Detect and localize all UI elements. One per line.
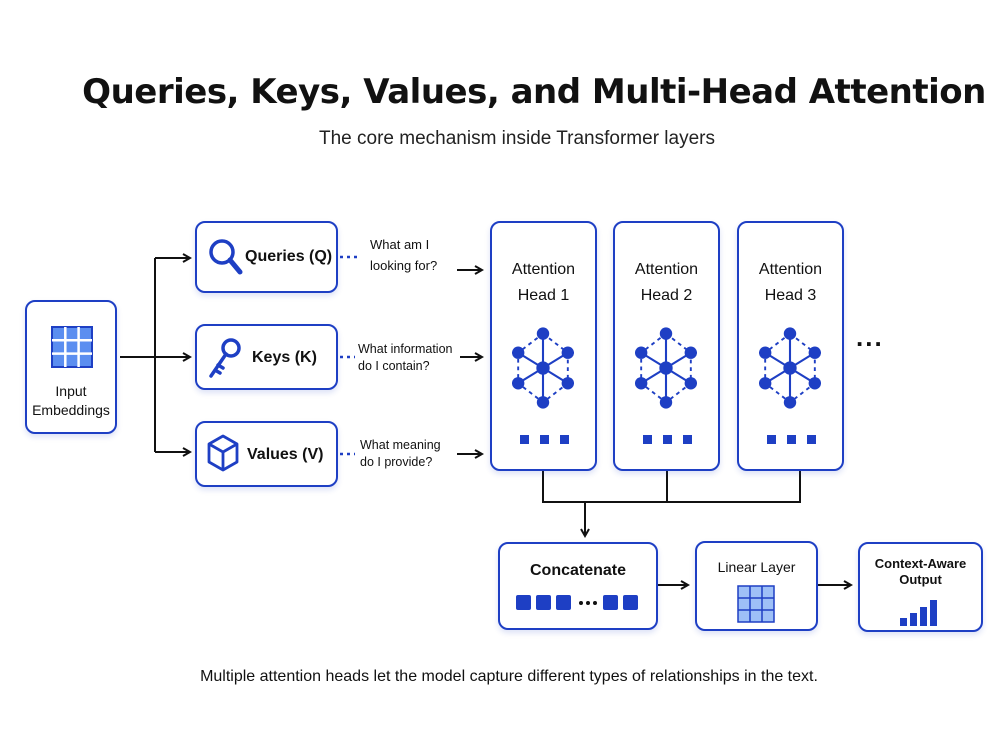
attention-graph-icon (759, 327, 821, 409)
input-label-line1: Input (55, 383, 87, 399)
queries-question-line1: What am I (370, 237, 430, 252)
output-label-line2: Output (899, 572, 942, 587)
output-label: Context-Aware Output (860, 556, 981, 588)
keys-question-line2: do I contain? (358, 359, 430, 373)
attention-head-line1: Attention (634, 261, 699, 278)
keys-question: What information do I contain? (358, 341, 452, 375)
queries-box: Queries (Q) (195, 221, 338, 293)
page-title: Queries, Keys, Values, and Multi-Head At… (82, 72, 986, 112)
attention-graph-icon (635, 327, 697, 409)
attention-head-title: Attention Head 3 (739, 257, 842, 309)
attention-head-title: Attention Head 1 (492, 257, 595, 309)
concatenate-box: Concatenate (498, 542, 658, 630)
queries-label: Queries (Q) (245, 248, 333, 265)
attention-head-line2: Head 1 (517, 287, 570, 304)
output-box: Context-Aware Output (858, 542, 983, 632)
attention-head-line2: Head 2 (640, 287, 693, 304)
input-branch-line (120, 258, 156, 452)
attention-head-line2: Head 3 (764, 287, 817, 304)
head-output-blocks-icon (767, 435, 816, 444)
attention-head-3: Attention Head 3 (737, 221, 844, 471)
key-icon (209, 338, 241, 378)
heads-merge-line (542, 470, 801, 534)
attention-head-line1: Attention (511, 261, 576, 278)
values-box: Values (V) (195, 421, 338, 487)
more-heads-ellipsis: ... (856, 322, 884, 352)
footer-caption: Multiple attention heads let the model c… (200, 668, 818, 685)
input-label-line2: Embeddings (32, 402, 110, 418)
grid-icon (51, 326, 93, 368)
values-question-line2: do I provide? (360, 455, 433, 469)
page-subtitle: The core mechanism inside Transformer la… (319, 128, 715, 149)
queries-question-line2: looking for? (370, 258, 438, 273)
head-output-blocks-icon (643, 435, 692, 444)
keys-box: Keys (K) (195, 324, 338, 390)
linear-layer-label: Linear Layer (717, 559, 796, 575)
attention-graph-icon (512, 327, 574, 409)
values-question-line1: What meaning (360, 438, 441, 452)
keys-label: Keys (K) (252, 349, 317, 366)
input-embeddings-box: Input Embeddings (25, 300, 117, 434)
linear-grid-icon (737, 585, 775, 623)
concat-blocks-icon (516, 595, 638, 610)
bar-chart-icon (900, 600, 937, 626)
values-question: What meaning do I provide? (360, 437, 441, 471)
attention-head-1: Attention Head 1 (490, 221, 597, 471)
head-output-blocks-icon (520, 435, 569, 444)
cube-icon (207, 434, 239, 472)
linear-layer-box: Linear Layer (695, 541, 818, 631)
output-label-line1: Context-Aware (874, 556, 967, 571)
attention-head-2: Attention Head 2 (613, 221, 720, 471)
values-label: Values (V) (247, 446, 324, 463)
keys-question-line1: What information (358, 342, 453, 356)
attention-head-title: Attention Head 2 (615, 257, 718, 309)
attention-head-line1: Attention (758, 261, 823, 278)
concatenate-label: Concatenate (529, 562, 627, 579)
queries-question: What am I looking for? (370, 236, 437, 274)
magnifier-icon (209, 239, 243, 275)
